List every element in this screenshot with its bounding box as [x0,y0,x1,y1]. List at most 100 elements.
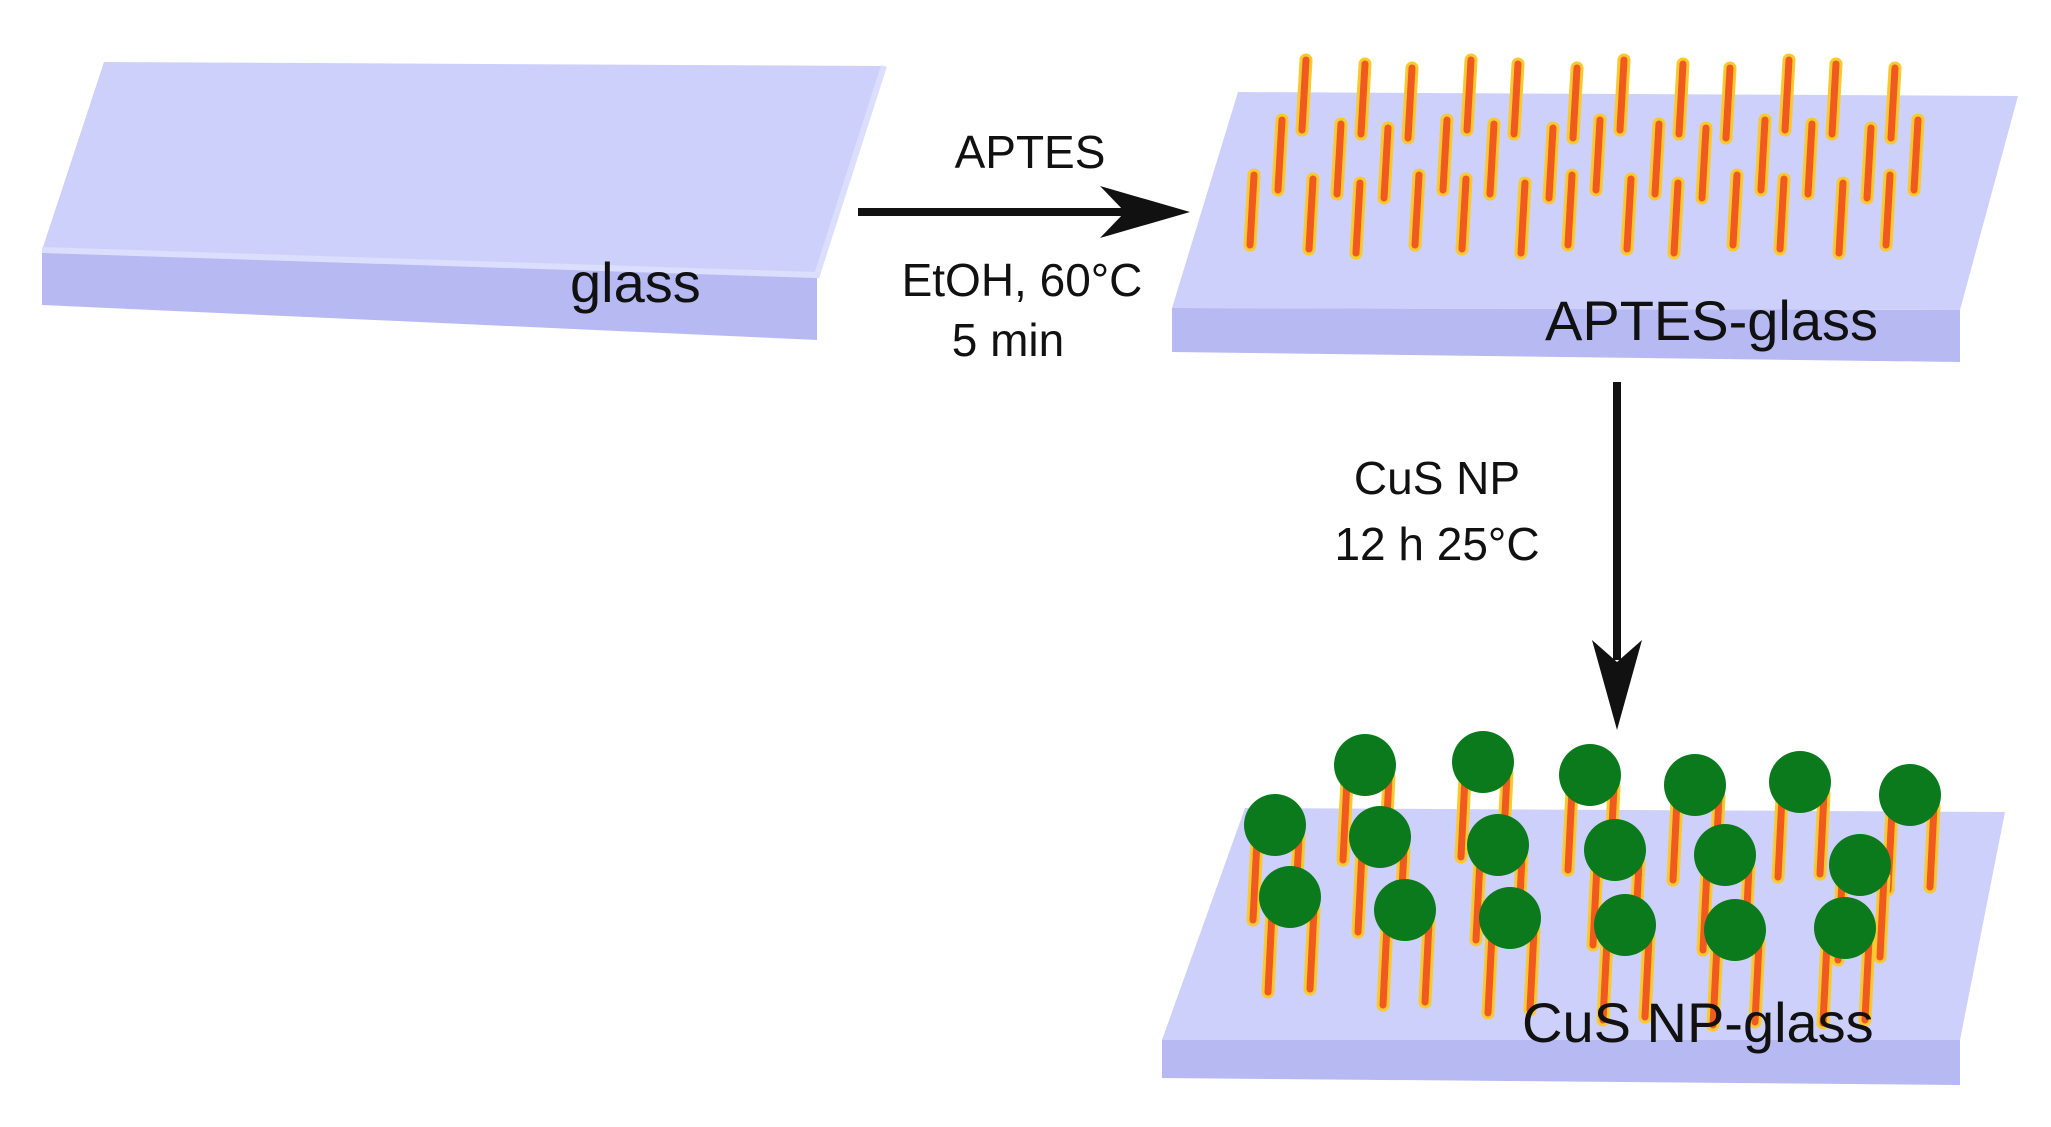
aptes-molecule-core [1564,171,1576,249]
aptes-molecule-core [1274,116,1286,194]
aptes-molecule-core [1781,56,1793,134]
aptes-molecule [1271,113,1289,197]
aptes-glass-slab-side [1172,308,1960,362]
aptes-molecule [1719,61,1737,145]
aptes-molecule [1648,117,1666,201]
cus-nanoparticle [1259,866,1321,928]
nanoparticle-layer [1244,731,1941,1032]
aptes-molecule-core [1675,60,1687,138]
aptes-molecule [1302,172,1320,256]
aptes-linker-core [1774,793,1786,881]
aptes-linker [1923,800,1941,894]
aptes-linker [1469,853,1487,947]
aptes-molecule-core [1352,179,1364,257]
aptes-linker-core [1819,939,1831,1027]
aptes-molecule [1514,176,1532,260]
aptes-molecule-core [1910,116,1922,194]
aptes-molecule [1907,113,1925,197]
aptes-molecule-layer [1243,53,1925,260]
aptes-molecule-core [1863,124,1875,202]
aptes-linker [1351,845,1369,939]
aptes-linker-core [1641,933,1653,1021]
aptes-linker-core [1599,936,1611,1024]
aptes-molecule [1377,121,1395,205]
aptes-molecule [1455,172,1473,256]
glass-slab: glass [41,62,887,340]
aptes-molecule [1589,113,1607,197]
aptes-linker-core [1564,786,1576,874]
aptes-molecule [1832,176,1850,260]
aptes-molecule [1460,53,1478,137]
aptes-molecule-core [1486,120,1498,198]
cus-nanoparticle [1559,744,1621,806]
cus-nanoparticle [1664,754,1726,816]
aptes-linker [1771,790,1789,884]
aptes-molecule-core [1458,175,1470,253]
cus-nanoparticle [1452,731,1514,793]
aptes-linker [1454,770,1472,864]
aptes-molecule [1507,57,1525,141]
aptes-linker-core [1379,921,1391,1009]
aptes-linker [1638,930,1656,1024]
cus-nanoparticle [1244,794,1306,856]
aptes-glass-label: APTES-glass [1545,289,1878,352]
aptes-linker [1303,902,1321,996]
aptes-molecule-core [1510,60,1522,138]
cus-nanoparticle [1829,834,1891,896]
aptes-linker-core [1339,776,1351,864]
aptes-molecule [1801,117,1819,201]
aptes-molecule [1408,168,1426,252]
aptes-molecule-core [1380,124,1392,202]
aptes-linker-core [1816,790,1828,878]
aptes-molecule-core [1757,116,1769,194]
cus-nanoparticle [1704,899,1766,961]
aptes-molecule-core [1357,60,1369,138]
aptes-molecule [1330,117,1348,201]
aptes-linker-core [1484,929,1496,1017]
aptes-linker [1418,915,1436,1009]
cus-nanoparticle [1814,897,1876,959]
aptes-linker-core [1699,866,1711,954]
glass-slab-edge [41,65,887,279]
aptes-linker [1586,858,1604,952]
aptes-molecule-core [1616,56,1628,134]
aptes-linker [1261,905,1279,999]
aptes-linker [1858,933,1876,1027]
step2-condition: 12 h 25°C [1334,518,1539,570]
aptes-linker [1246,833,1264,927]
aptes-molecule-core [1298,56,1310,134]
aptes-linker [1816,936,1834,1030]
aptes-linker [1696,863,1714,957]
aptes-linker [1596,933,1614,1027]
aptes-molecule-core [1729,171,1741,249]
aptes-linker-core [1472,856,1484,944]
aptes-linker [1813,787,1831,881]
aptes-molecule-core [1804,120,1816,198]
aptes-linker-core [1751,938,1763,1026]
aptes-molecule [1401,61,1419,145]
aptes-molecule [1726,168,1744,252]
aptes-linker-core [1926,803,1938,891]
aptes-molecule-core [1722,64,1734,142]
aptes-molecule-core [1670,179,1682,257]
aptes-linker [1873,870,1891,964]
aptes-molecule [1354,57,1372,141]
glass-slab-side [42,250,817,340]
cus-nanoparticle [1594,894,1656,956]
cus-np-glass-slab: CuS NP-glass [1162,731,2005,1085]
aptes-molecule-core [1545,124,1557,202]
aptes-molecule-core [1698,124,1710,202]
cus-nanoparticle [1769,751,1831,813]
step1-condition-time: 5 min [952,314,1064,366]
aptes-molecule-core [1246,171,1258,249]
aptes-linker-core [1421,918,1433,1006]
aptes-molecule [1879,168,1897,252]
aptes-molecule-core [1887,64,1899,142]
glass-label: glass [570,251,701,314]
aptes-molecule [1566,61,1584,145]
aptes-molecule-core [1623,175,1635,253]
aptes-molecule [1349,176,1367,260]
aptes-molecule-core [1517,179,1529,257]
